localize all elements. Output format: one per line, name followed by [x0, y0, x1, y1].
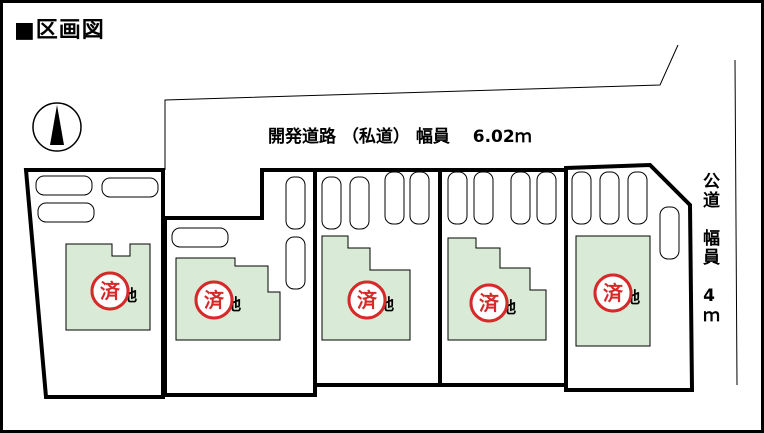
parking-car — [321, 176, 342, 230]
development-road-label: 開発道路 （私道） 幅員 6.02ｍ — [268, 127, 532, 147]
parking-car — [35, 175, 93, 196]
parking-car — [510, 171, 531, 225]
parking-car — [171, 227, 229, 248]
development-road-outline — [164, 44, 679, 170]
parking-car — [101, 177, 159, 198]
svg-text:済: 済 — [603, 281, 624, 305]
svg-text:済: 済 — [357, 288, 378, 312]
parking-car — [536, 171, 557, 225]
parking-car — [627, 171, 648, 225]
public-road-edge — [734, 59, 738, 386]
parking-car — [473, 171, 494, 225]
parking-car — [384, 171, 405, 225]
page-title: ■区画図 — [14, 18, 105, 43]
svg-text:済: 済 — [204, 288, 225, 312]
lot-5-boundary — [564, 162, 695, 392]
svg-text:済: 済 — [100, 279, 121, 303]
parking-car — [285, 236, 306, 290]
parking-car — [285, 176, 306, 230]
parking-car — [349, 176, 370, 230]
svg-text:済: 済 — [479, 291, 500, 315]
parking-car — [571, 171, 592, 225]
public-road-label: 公道 幅員 4ｍ — [699, 172, 719, 327]
parking-car — [447, 171, 468, 225]
parking-car — [37, 202, 95, 223]
parking-car — [659, 206, 680, 260]
parking-car — [409, 171, 430, 225]
north-arrow-icon — [32, 102, 82, 152]
parking-car — [599, 171, 620, 225]
